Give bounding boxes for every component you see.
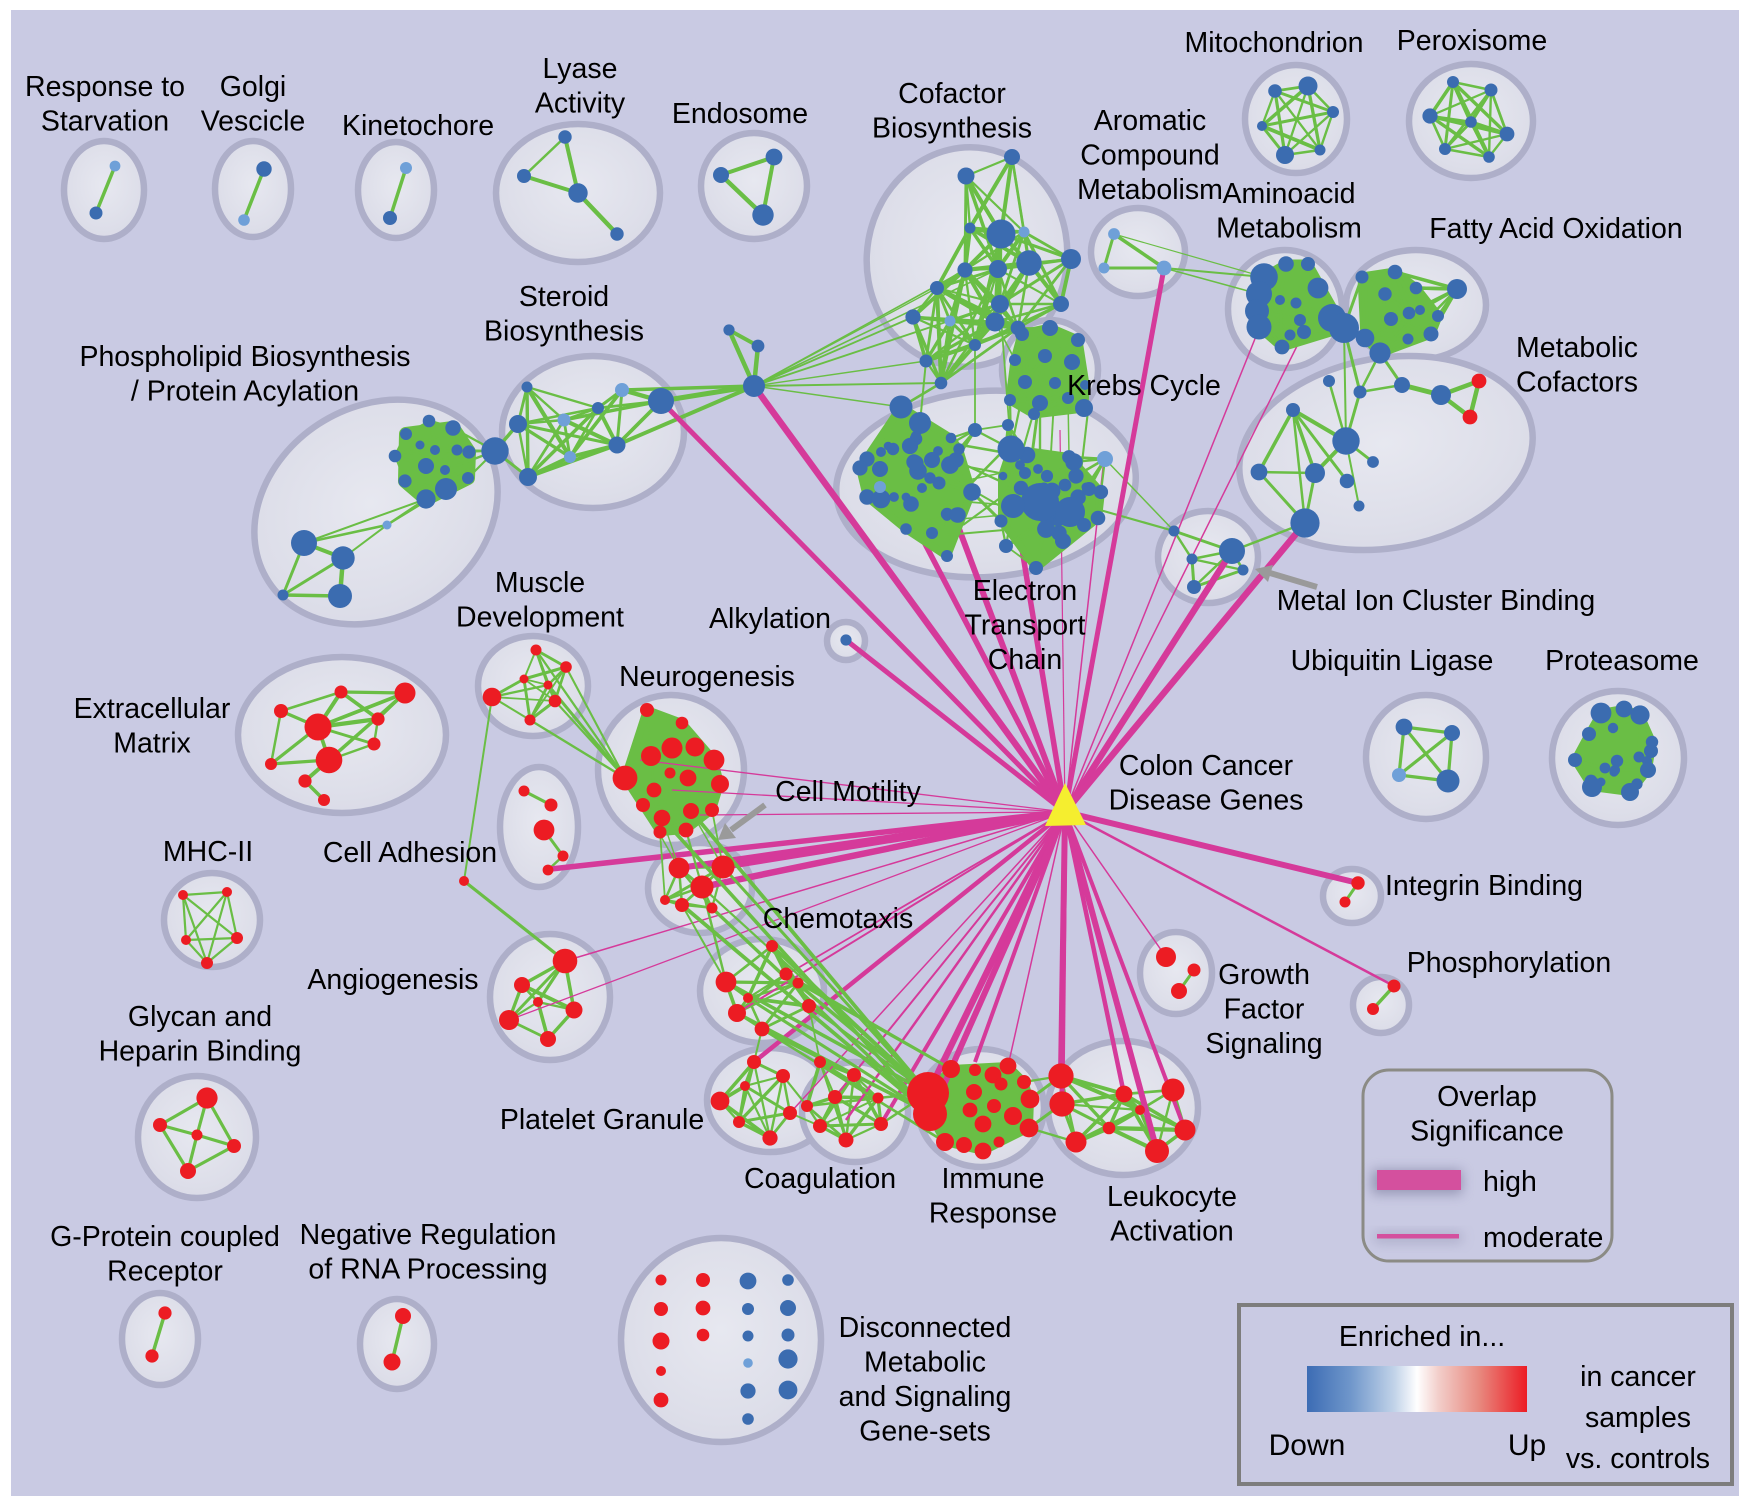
svg-text:Disconnected: Disconnected xyxy=(839,1312,1012,1344)
svg-text:Chemotaxis: Chemotaxis xyxy=(763,903,913,935)
svg-text:Development: Development xyxy=(456,602,624,634)
svg-text:Gene-sets: Gene-sets xyxy=(859,1416,990,1448)
svg-text:Cofactor: Cofactor xyxy=(898,78,1006,110)
svg-text:Proteasome: Proteasome xyxy=(1545,645,1699,677)
svg-text:MHC-II: MHC-II xyxy=(163,836,253,868)
svg-text:Kinetochore: Kinetochore xyxy=(342,110,494,142)
svg-text:Phosphorylation: Phosphorylation xyxy=(1407,947,1611,979)
svg-text:in cancer: in cancer xyxy=(1580,1361,1696,1393)
svg-text:Lyase: Lyase xyxy=(543,53,618,85)
svg-text:Metabolism: Metabolism xyxy=(1216,213,1362,245)
svg-text:Chain: Chain xyxy=(988,644,1062,676)
svg-text:Cell Motility: Cell Motility xyxy=(775,776,921,808)
svg-text:Growth: Growth xyxy=(1218,959,1310,991)
svg-text:Fatty Acid Oxidation: Fatty Acid Oxidation xyxy=(1429,213,1682,245)
svg-text:Response to: Response to xyxy=(25,71,185,103)
svg-text:Extracellular: Extracellular xyxy=(74,693,231,725)
svg-text:Krebs Cycle: Krebs Cycle xyxy=(1067,370,1221,402)
svg-text:Coagulation: Coagulation xyxy=(744,1163,896,1195)
svg-text:Biosynthesis: Biosynthesis xyxy=(872,113,1032,145)
svg-text:moderate: moderate xyxy=(1483,1222,1603,1254)
svg-text:Steroid: Steroid xyxy=(519,281,609,313)
svg-text:Cofactors: Cofactors xyxy=(1516,367,1638,399)
svg-text:Colon Cancer: Colon Cancer xyxy=(1119,750,1294,782)
svg-text:Biosynthesis: Biosynthesis xyxy=(484,316,644,348)
svg-text:Mitochondrion: Mitochondrion xyxy=(1184,27,1363,59)
svg-text:Golgi: Golgi xyxy=(220,71,287,103)
svg-text:Aromatic: Aromatic xyxy=(1094,105,1206,137)
svg-text:and Signaling: and Signaling xyxy=(839,1381,1012,1413)
svg-text:Endosome: Endosome xyxy=(672,98,808,130)
svg-text:Phospholipid Biosynthesis: Phospholipid Biosynthesis xyxy=(79,341,410,373)
svg-text:Matrix: Matrix xyxy=(113,728,191,760)
svg-text:Neurogenesis: Neurogenesis xyxy=(619,661,795,693)
svg-text:Electron: Electron xyxy=(973,575,1078,607)
svg-text:Metabolic: Metabolic xyxy=(864,1347,986,1379)
svg-text:/ Protein Acylation: / Protein Acylation xyxy=(131,376,359,408)
svg-text:of RNA Processing: of RNA Processing xyxy=(308,1254,547,1286)
svg-text:G-Protein coupled: G-Protein coupled xyxy=(50,1221,280,1253)
svg-text:Receptor: Receptor xyxy=(107,1256,223,1288)
svg-text:Integrin Binding: Integrin Binding xyxy=(1385,870,1583,902)
svg-text:Vescicle: Vescicle xyxy=(201,106,306,138)
svg-text:Response: Response xyxy=(929,1198,1057,1230)
svg-text:vs. controls: vs. controls xyxy=(1566,1443,1710,1475)
svg-text:Up: Up xyxy=(1508,1429,1546,1462)
svg-text:Alkylation: Alkylation xyxy=(709,603,831,635)
svg-text:high: high xyxy=(1483,1166,1537,1198)
svg-text:Aminoacid: Aminoacid xyxy=(1222,178,1355,210)
svg-text:Platelet Granule: Platelet Granule xyxy=(500,1104,704,1136)
svg-text:samples: samples xyxy=(1585,1402,1691,1434)
svg-text:Angiogenesis: Angiogenesis xyxy=(307,964,478,996)
svg-text:Ubiquitin Ligase: Ubiquitin Ligase xyxy=(1291,645,1494,677)
svg-text:Transport: Transport xyxy=(965,610,1086,642)
svg-text:Down: Down xyxy=(1269,1429,1346,1462)
svg-text:Significance: Significance xyxy=(1410,1116,1564,1148)
svg-text:Peroxisome: Peroxisome xyxy=(1397,25,1547,57)
svg-text:Glycan and: Glycan and xyxy=(128,1001,272,1033)
svg-text:Immune: Immune xyxy=(942,1163,1045,1195)
svg-text:Signaling: Signaling xyxy=(1205,1028,1322,1060)
svg-text:Heparin Binding: Heparin Binding xyxy=(99,1036,302,1068)
svg-text:Starvation: Starvation xyxy=(41,106,169,138)
svg-text:Activity: Activity xyxy=(535,88,626,120)
svg-text:Metabolism: Metabolism xyxy=(1077,174,1223,206)
svg-text:Metabolic: Metabolic xyxy=(1516,332,1638,364)
svg-text:Leukocyte: Leukocyte xyxy=(1107,1181,1237,1213)
svg-text:Compound: Compound xyxy=(1080,140,1219,172)
svg-text:Negative Regulation: Negative Regulation xyxy=(300,1219,557,1251)
svg-text:Overlap: Overlap xyxy=(1437,1081,1537,1113)
svg-text:Activation: Activation xyxy=(1110,1216,1234,1248)
svg-text:Enriched in...: Enriched in... xyxy=(1339,1321,1505,1353)
svg-text:Factor: Factor xyxy=(1224,994,1305,1026)
svg-text:Disease Genes: Disease Genes xyxy=(1109,785,1304,817)
svg-text:Cell Adhesion: Cell Adhesion xyxy=(323,837,497,869)
svg-text:Metal Ion Cluster Binding: Metal Ion Cluster Binding xyxy=(1277,585,1595,617)
svg-text:Muscle: Muscle xyxy=(495,567,585,599)
